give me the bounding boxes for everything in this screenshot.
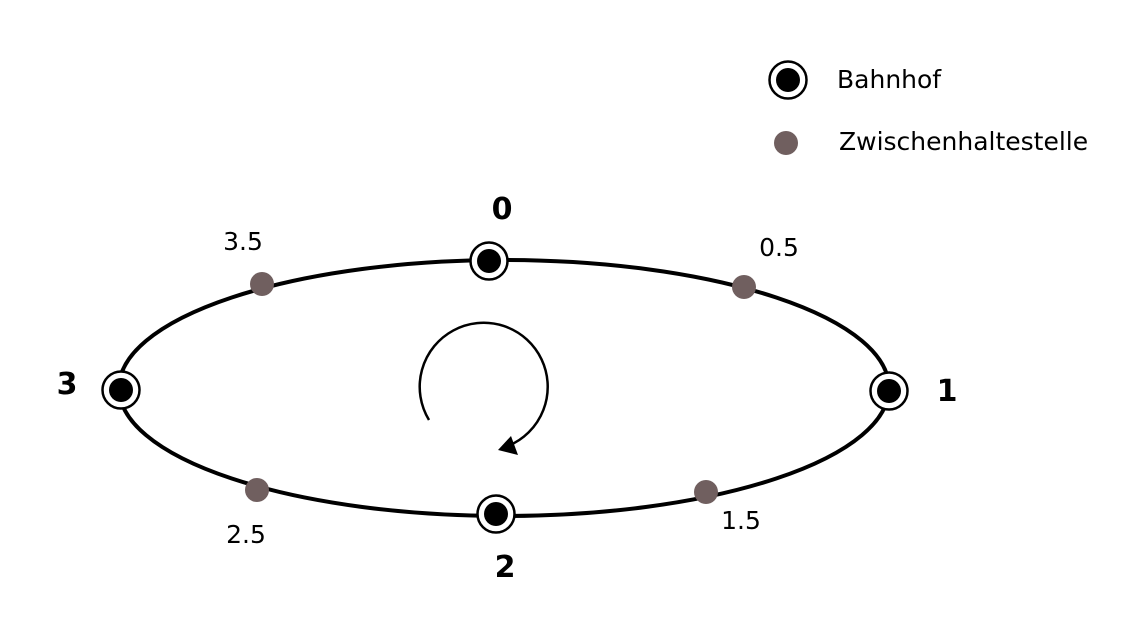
station-label-3: 3: [57, 367, 78, 402]
station-label-1: 1: [937, 374, 958, 409]
ring-track: [117, 258, 891, 518]
station-marker-1: [869, 371, 909, 411]
direction-arrow-icon: [418, 321, 549, 455]
stop-marker-3-5: [250, 272, 274, 296]
station-label-2: 2: [495, 550, 516, 585]
stop-label-1-5: 1.5: [721, 506, 761, 535]
station-marker-3: [101, 370, 141, 410]
legend-stop-icon: [774, 131, 798, 155]
stop-label-3-5: 3.5: [223, 227, 263, 256]
legend-station-icon: [768, 60, 808, 100]
legend: Bahnhof Zwischenhaltestelle: [768, 60, 1088, 156]
legend-stop-label: Zwischenhaltestelle: [839, 127, 1088, 156]
stop-marker-2-5: [245, 478, 269, 502]
station-label-0: 0: [492, 192, 513, 227]
stop-marker-1-5: [694, 480, 718, 504]
stop-marker-0-5: [732, 275, 756, 299]
stop-label-2-5: 2.5: [226, 520, 266, 549]
station-marker-0: [469, 241, 509, 281]
station-marker-2: [476, 494, 516, 534]
stop-label-0-5: 0.5: [759, 233, 799, 262]
legend-station-label: Bahnhof: [837, 65, 942, 94]
